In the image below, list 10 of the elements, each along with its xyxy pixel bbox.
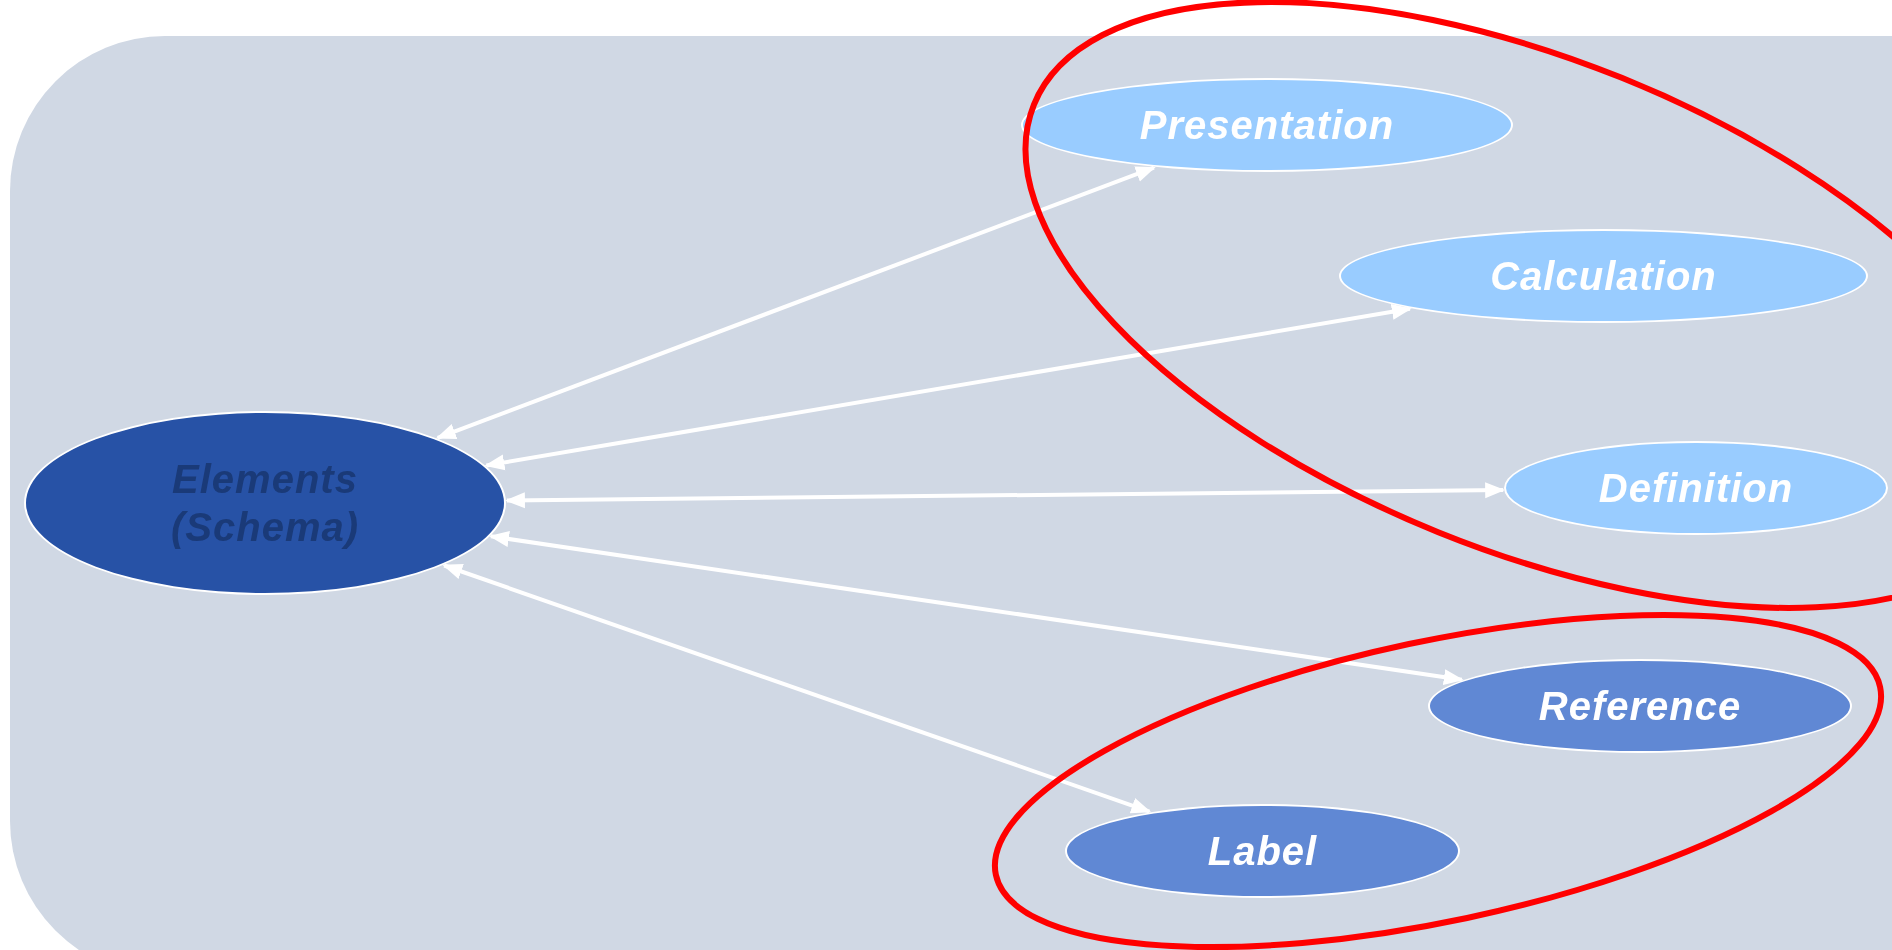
double-arrow [504,482,1506,509]
node-label: Label [1207,828,1318,875]
node-label: Presentation [1139,102,1395,149]
node-label: Calculation [1490,253,1717,300]
double-arrow [484,303,1412,471]
double-arrow [435,165,1156,440]
node-label: Definition [1598,465,1794,512]
double-arrow [488,531,1464,685]
node-label: Reference [1538,683,1742,730]
double-arrow [442,563,1152,814]
